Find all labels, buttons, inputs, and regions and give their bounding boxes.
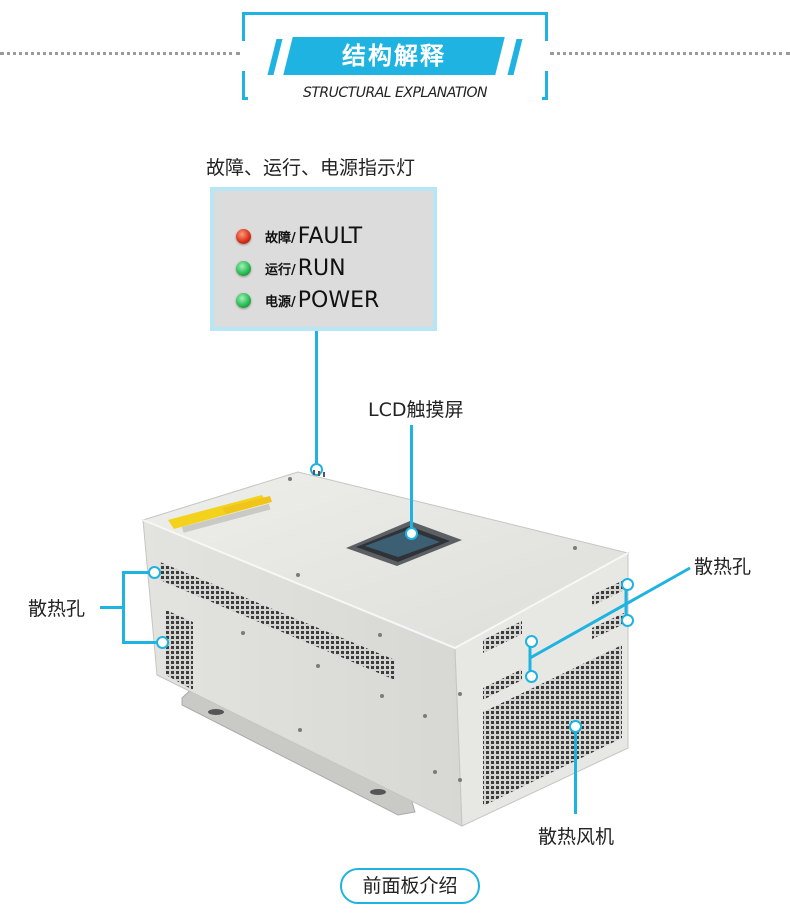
section-title: 结构解释: [342, 42, 446, 70]
vent-left-label: 散热孔: [28, 598, 86, 620]
front-panel-intro-label: 前面板介绍: [340, 868, 480, 904]
lcd-leader-line: [410, 425, 413, 531]
lcd-leader-dot: [405, 527, 418, 540]
vent-left-leader-v: [122, 571, 125, 644]
vent-right-label: 散热孔: [694, 556, 752, 578]
fan-label: 散热风机: [538, 826, 615, 848]
vent-left-leader-top: [122, 571, 152, 574]
vent-left-leader-h: [100, 606, 124, 609]
header-dots-left: [0, 52, 240, 55]
fan-leader-line: [574, 726, 577, 814]
section-subtitle: STRUCTURAL EXPLANATION: [248, 85, 542, 101]
indicator-leader-line: [315, 331, 318, 467]
fault-led-icon: [236, 228, 251, 244]
vent-left-dot-bottom: [156, 636, 169, 649]
header-dots-right: [550, 52, 790, 55]
vent-right-dot-3: [621, 578, 634, 591]
vent-right-dot-4: [621, 614, 634, 627]
indicator-power: 电源/ POWER: [236, 285, 379, 315]
run-led-icon: [236, 260, 251, 276]
vent-right-dot-2: [525, 670, 538, 683]
fan-leader-dot: [569, 720, 582, 733]
indicator-fault: 故障/ FAULT: [236, 221, 362, 251]
power-led-icon: [236, 292, 251, 308]
indicator-inset: 故障/ FAULT 运行/ RUN 电源/ POWER: [210, 187, 437, 331]
indicator-run: 运行/ RUN: [236, 253, 346, 283]
vent-right-dot-1: [525, 635, 538, 648]
vent-left-leader-bottom: [122, 641, 160, 644]
indicator-caption: 故障、运行、电源指示灯: [206, 157, 416, 179]
vent-left-dot-top: [148, 566, 161, 579]
lcd-label: LCD触摸屏: [368, 399, 464, 421]
